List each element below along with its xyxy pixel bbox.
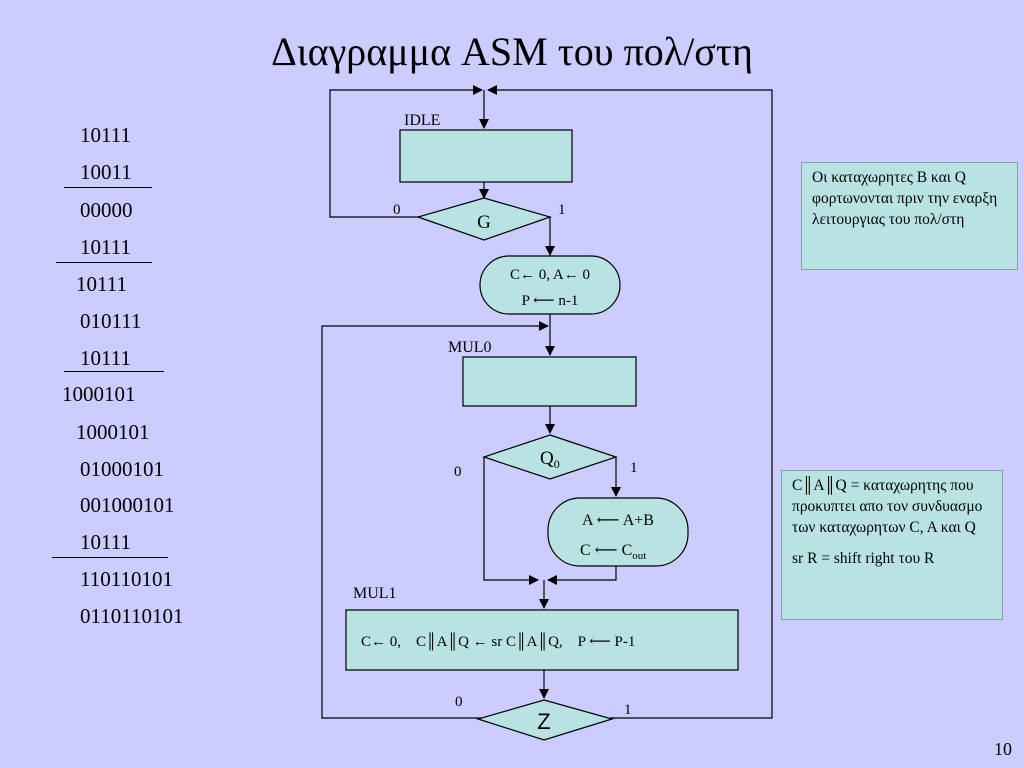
registers-note-text: Οι καταχωρητες B και Q φορτωνονται πριν …: [812, 169, 998, 228]
z-zero-label: 0: [455, 694, 463, 710]
mult-line: 00000: [80, 198, 133, 222]
add-conditional-box: [547, 497, 689, 567]
mul1-state-box: [345, 609, 739, 671]
concat-note: C║A║Q = καταχωρητης που προκυπτει απο το…: [781, 470, 1003, 620]
q0-decision-label: Q0: [540, 448, 560, 471]
mult-line: 10111: [80, 235, 131, 259]
sum-rule: [64, 371, 164, 372]
mul1-operations: C← 0, C║A║Q ← sr C║A║Q, P ⟵ P-1: [361, 632, 635, 651]
z-zero-loop: [321, 321, 549, 719]
mult-line: 10111: [80, 530, 131, 554]
init-conditional-box: [479, 255, 621, 315]
add-return-path: [547, 566, 617, 585]
sum-rule: [64, 187, 152, 188]
init-line-1: C← 0, A← 0: [510, 267, 590, 283]
sum-rule: [52, 557, 168, 558]
sum-rule: [56, 262, 152, 263]
g-zero-label: 0: [393, 202, 401, 218]
z-one-return: [487, 85, 773, 719]
mult-line: 0110110101: [80, 604, 184, 628]
g-zero-loop: [329, 85, 483, 218]
q0-zero-path: [483, 457, 539, 585]
mul0-state-box: [462, 356, 637, 407]
mult-line: 10111: [80, 123, 131, 147]
g-decision-label: G: [477, 212, 491, 233]
q0-one-label: 1: [630, 460, 638, 476]
idle-state-box: [399, 129, 573, 183]
mult-line: 1000101: [62, 382, 136, 406]
concat-note-line1: C║A║Q = καταχωρητης που προκυπτει απο το…: [792, 477, 983, 536]
mult-line: 10111: [76, 272, 127, 296]
mul1-label: MUL1: [353, 585, 397, 602]
registers-note: Οι καταχωρητες B και Q φορτωνονται πριν …: [801, 162, 1018, 270]
g-one-arrow: [545, 216, 555, 256]
add-line-1: A ⟵ A+B: [582, 512, 654, 529]
mult-line: 10011: [80, 160, 132, 184]
mult-line: 10111: [80, 346, 131, 370]
mult-line: 001000101: [80, 493, 175, 517]
mul0-label: MUL0: [448, 339, 492, 356]
init-line-2: P ⟵ n-1: [522, 293, 579, 309]
g-decision-diamond: [416, 197, 552, 241]
mult-line: 01000101: [80, 457, 164, 481]
concat-note-line2: sr R = shift right του R: [792, 550, 935, 567]
add-line-2: C ⟵ Cout: [580, 542, 646, 562]
mult-line: 1000101: [76, 420, 150, 444]
z-one-label: 1: [624, 702, 632, 718]
slide-title: Διαγραμμα ASM του πολ/στη: [271, 29, 753, 74]
z-decision-label: Z: [537, 709, 550, 734]
page-number: 10: [994, 739, 1012, 759]
q0-decision-diamond: [482, 434, 618, 480]
mult-line: 110110101: [80, 567, 173, 591]
idle-label: IDLE: [404, 112, 440, 129]
g-one-label: 1: [558, 202, 566, 218]
mult-line: 010111: [80, 309, 142, 333]
q0-zero-label: 0: [454, 464, 462, 480]
z-decision-diamond: [475, 699, 615, 741]
